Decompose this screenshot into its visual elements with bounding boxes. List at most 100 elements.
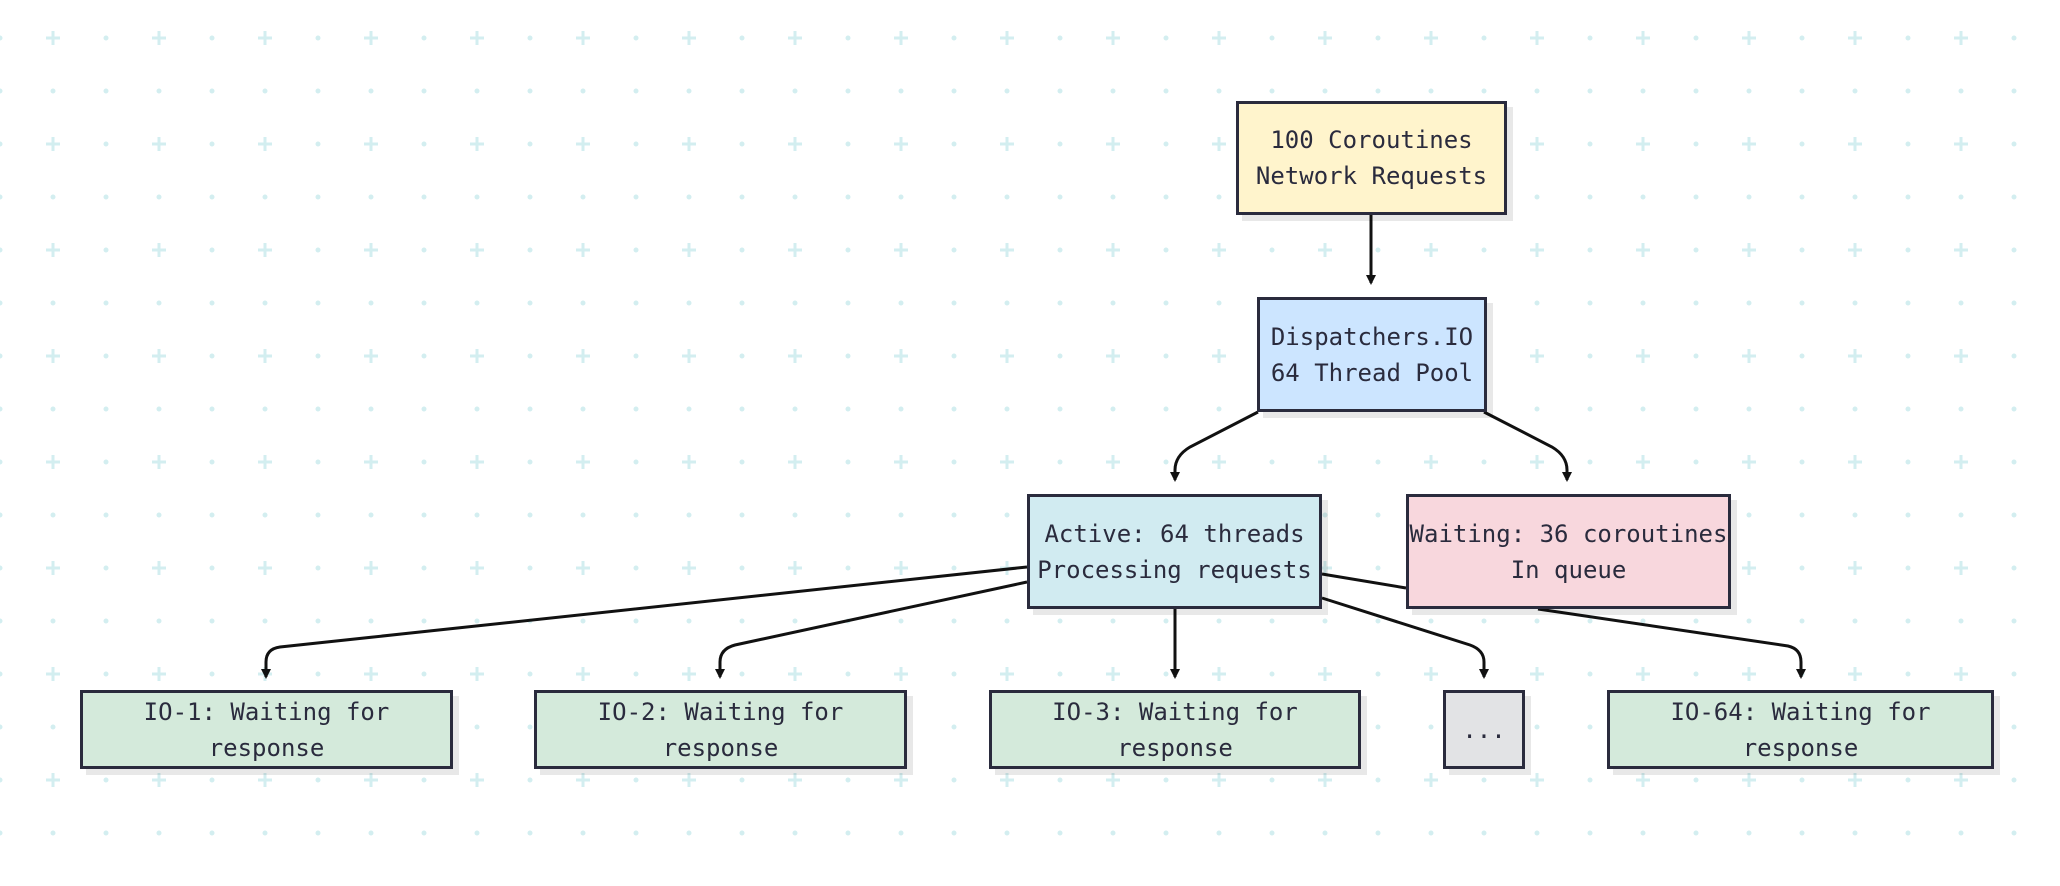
grid-dot [633,777,639,783]
grid-dot [845,671,851,677]
node-io1-label: IO-1: Waiting for response [143,697,390,762]
edge-active-waiting-link [1321,572,1407,590]
grid-dot [1852,512,1858,518]
node-ellipsis-label: ... [1462,715,1506,744]
grid-dot [209,671,215,677]
grid-dot [527,724,533,730]
grid-dot [1481,247,1487,253]
grid-dot [1163,88,1169,94]
grid-dot [1057,35,1063,41]
node-waiting-line1: Waiting: 36 coroutines [1409,519,1728,548]
grid-dot [739,671,745,677]
grid-dot [1852,194,1858,200]
grid-dot [633,406,639,412]
grid-dot [1269,618,1275,624]
grid-dot [1693,406,1699,412]
grid-dot [1905,141,1911,147]
grid-dot [1958,512,1964,518]
grid-dot [2011,35,2017,41]
grid-dot [1163,35,1169,41]
grid-plus-mark [1000,773,1014,787]
grid-dot [1587,88,1593,94]
grid-dot [1375,830,1381,836]
grid-dot [1587,724,1593,730]
grid-dot [1004,830,1010,836]
grid-plus-mark [682,243,696,257]
grid-dot [1269,247,1275,253]
grid-plus-mark [1212,455,1226,469]
node-io64-label: IO-64: Waiting for response [1670,697,1931,762]
grid-dot [103,300,109,306]
grid-dot [103,35,109,41]
grid-dot [1693,88,1699,94]
grid-plus-mark [682,137,696,151]
grid-dot [1375,671,1381,677]
edge-waiting-io64 [1537,607,1806,679]
grid-dot [50,194,56,200]
grid-plus-mark [258,773,272,787]
grid-dot [1905,88,1911,94]
grid-dot [951,618,957,624]
grid-dot [0,141,3,147]
grid-dot [1057,353,1063,359]
grid-dot [1163,830,1169,836]
grid-dot [1587,830,1593,836]
grid-plus-mark [1954,561,1968,575]
grid-dot [421,300,427,306]
grid-dot [1693,777,1699,783]
grid-plus-mark [258,455,272,469]
node-io64: IO-64: Waiting for response [1607,690,1994,769]
grid-plus-mark [576,773,590,787]
grid-plus-mark [1954,667,1968,681]
grid-dot [1640,300,1646,306]
grid-plus-mark [1954,455,1968,469]
grid-dot [315,459,321,465]
grid-plus-mark [152,243,166,257]
grid-plus-mark [1318,455,1332,469]
grid-plus-mark [1424,773,1438,787]
grid-dot [315,88,321,94]
grid-dot [739,565,745,571]
grid-dot [2011,406,2017,412]
grid-dot [1746,194,1752,200]
grid-dot [1693,300,1699,306]
grid-plus-mark [1954,243,1968,257]
grid-plus-mark [1848,349,1862,363]
grid-dot [209,353,215,359]
grid-dot [0,724,3,730]
grid-plus-mark [1212,137,1226,151]
grid-dot [315,512,321,518]
grid-dot [1269,671,1275,677]
grid-dot [527,777,533,783]
grid-plus-mark [46,243,60,257]
grid-plus-mark [364,667,378,681]
grid-dot [315,194,321,200]
grid-dot [2011,459,2017,465]
grid-dot [1110,406,1116,412]
node-coroutines-line2: Network Requests [1255,162,1488,190]
grid-dot [792,406,798,412]
grid-plus-mark [1954,31,1968,45]
grid-dot [1375,777,1381,783]
grid-dot [1322,512,1328,518]
grid-dot [845,353,851,359]
grid-dot [951,830,957,836]
grid-dot [845,194,851,200]
grid-dot [1640,830,1646,836]
grid-dot [1057,618,1063,624]
grid-dot [580,406,586,412]
grid-dot [50,618,56,624]
grid-dot [633,459,639,465]
grid-dot [1693,830,1699,836]
grid-dot [1587,35,1593,41]
grid-dot [262,830,268,836]
grid-dot [792,194,798,200]
grid-dot [1481,459,1487,465]
grid-dot [1163,459,1169,465]
grid-dot [2011,777,2017,783]
grid-dot [1852,300,1858,306]
grid-dot [1958,194,1964,200]
grid-dot [898,512,904,518]
grid-dot [686,830,692,836]
